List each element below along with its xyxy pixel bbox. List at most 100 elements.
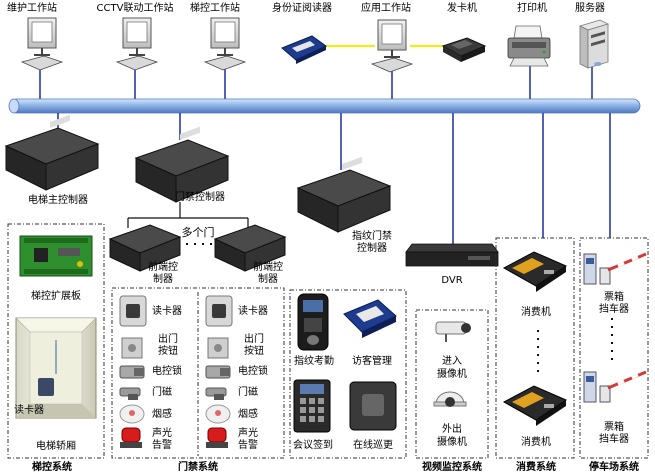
label-maintenance-workstation: 维护工作站 (7, 3, 57, 14)
label-lock-left: 电控锁 (152, 366, 182, 377)
label-exit-right-1: 出门 (244, 334, 264, 345)
label-card-issuer: 发卡机 (447, 3, 477, 14)
visitor-management-icon (343, 299, 397, 338)
exit-button-icon (121, 337, 143, 359)
server-icon (578, 19, 610, 69)
barrier-gate-icon (583, 252, 647, 285)
entry-camera-icon (435, 321, 471, 342)
elevator-car-icon (15, 317, 97, 419)
label-front-controller-right-1: 前端控 (253, 262, 283, 273)
front-controller-left-icon (108, 224, 182, 272)
elevator-system-box (7, 223, 105, 459)
label-parking-system: 停车场系统 (589, 462, 639, 473)
label-gate-2-a: 票箱 (604, 422, 624, 433)
label-front-controller-left-2: 制器 (153, 274, 173, 285)
group-boxes (7, 223, 649, 459)
label-fingerprint-controller-1: 指纹门禁 (352, 231, 392, 242)
online-patrol-icon (349, 381, 397, 431)
door-magnet-icon (205, 387, 227, 400)
label-front-controller-left-1: 前端控 (148, 262, 178, 273)
video-system-box (415, 309, 489, 459)
label-gate-1-b: 挡车器 (599, 304, 629, 315)
label-elevator-card-reader: 读卡器 (14, 405, 44, 416)
label-entry-camera-1: 进入 (442, 356, 462, 367)
computer-icon (203, 17, 247, 71)
card-reader-icon (38, 378, 54, 396)
pos-terminal-icon (502, 251, 568, 292)
label-fingerprint-controller-2: 控制器 (357, 243, 387, 254)
label-elevator-system: 梯控系统 (32, 462, 72, 473)
multi-door-connector (127, 202, 249, 245)
label-id-card-reader: 身份证阅读器 (272, 3, 332, 14)
bus-drop-links (57, 113, 611, 245)
label-front-controller-right-2: 制器 (258, 274, 278, 285)
label-application-workstation: 应用工作站 (361, 3, 411, 14)
fingerprint-box (289, 289, 407, 459)
id-card-reader-icon (281, 35, 327, 64)
computer-icon (20, 17, 64, 71)
access-left-icons (119, 295, 147, 448)
smoke-detector-icon (205, 404, 231, 424)
front-controller-right-icon (213, 224, 287, 272)
label-alarm-left-2: 告警 (152, 440, 172, 451)
label-online-patrol: 在线巡更 (353, 440, 393, 451)
label-exit-left-1: 出门 (158, 334, 178, 345)
label-access-controller: 门禁控制器 (175, 192, 225, 203)
label-fp-attendance: 指纹考勤 (294, 356, 334, 367)
fingerprint-attendance-icon (297, 293, 329, 351)
barrier-gate-icon (583, 370, 647, 403)
label-video-system: 视频监控系统 (422, 462, 482, 473)
consume-system-box (495, 237, 575, 459)
expansion-board-icon (19, 235, 93, 277)
label-printer: 打印机 (517, 3, 547, 14)
label-exit-right-2: 按钮 (244, 346, 264, 357)
label-cctv-workstation: CCTV联动工作站 (96, 3, 174, 14)
label-gate-2-b: 挡车器 (599, 434, 629, 445)
dvr-icon (405, 243, 499, 267)
label-card-reader-left: 读卡器 (152, 306, 182, 317)
label-elevator-main-controller: 电梯主控制器 (28, 195, 88, 206)
card-reader-icon (119, 295, 147, 327)
parking-system-box (579, 237, 649, 459)
label-multi-door: 多个门 (181, 226, 215, 239)
label-pos-1: 消费机 (521, 307, 551, 318)
fingerprint-access-controller-icon (296, 156, 392, 233)
smoke-detector-icon (119, 404, 145, 424)
card-issuer-icon (441, 37, 487, 62)
label-visitor-management: 访客管理 (352, 356, 392, 367)
label-entry-camera-2: 摄像机 (437, 369, 467, 380)
label-alarm-right-2: 告警 (238, 440, 258, 451)
alarm-siren-icon (206, 427, 228, 448)
computer-icon (370, 19, 414, 73)
label-dvr: DVR (441, 275, 463, 286)
label-magnet-right: 门磁 (238, 387, 258, 398)
door-magnet-icon (119, 387, 141, 400)
printer-icon (507, 25, 551, 67)
label-exit-camera-1: 外出 (442, 424, 462, 435)
electric-lock-icon (119, 365, 145, 379)
label-lock-right: 电控锁 (238, 366, 268, 377)
card-reader-icon (205, 295, 233, 327)
label-smoke-right: 烟感 (238, 409, 258, 420)
elevator-main-controller-icon (4, 114, 100, 191)
alarm-siren-icon (120, 427, 142, 448)
label-meeting-checkin: 会议签到 (293, 440, 333, 451)
label-gate-1-a: 票箱 (604, 292, 624, 303)
label-expansion-board: 梯控扩展板 (31, 291, 81, 302)
label-elevator-car: 电梯轿厢 (36, 441, 76, 452)
computer-icon (115, 17, 159, 71)
label-elevator-control-workstation: 梯控工作站 (190, 3, 240, 14)
pos-terminal-icon (502, 385, 568, 426)
label-alarm-left-1: 声光 (152, 428, 172, 439)
label-exit-left-2: 按钮 (158, 346, 178, 357)
network-bus (8, 98, 641, 114)
label-server: 服务器 (575, 3, 605, 14)
exit-camera-icon (433, 391, 467, 407)
exit-button-icon (207, 337, 229, 359)
access-right-icons (205, 295, 233, 448)
electric-lock-icon (205, 365, 231, 379)
workstation-links (39, 64, 593, 100)
label-consume-system: 消费系统 (516, 462, 556, 473)
access-controller-icon (134, 126, 230, 203)
